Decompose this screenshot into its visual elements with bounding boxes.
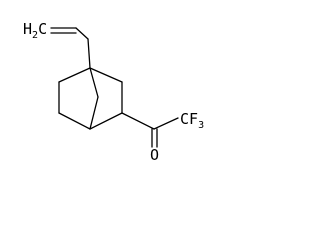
structure-diagram: H2C O CF3 bbox=[23, 20, 204, 164]
molecule-canvas: H2C O CF3 bbox=[23, 20, 204, 164]
bond-c3-c4 bbox=[89, 112, 123, 130]
bond-ring-carbonyl bbox=[121, 112, 155, 130]
bond-c1-c7 bbox=[58, 67, 91, 83]
bond-vinyl-bridgehead bbox=[87, 38, 91, 69]
label-ch2: H2C bbox=[23, 20, 47, 41]
bond-carbonyl-cf3 bbox=[153, 117, 179, 130]
label-cf3: CF3 bbox=[180, 110, 204, 131]
bond-bridge-up bbox=[89, 67, 99, 98]
bond-bridge-down bbox=[89, 96, 99, 130]
bond-vinyl-ch bbox=[75, 27, 89, 40]
bond-c1-c2 bbox=[89, 67, 123, 83]
label-oxygen: O bbox=[150, 146, 159, 164]
bond-c6-c4 bbox=[58, 112, 91, 130]
